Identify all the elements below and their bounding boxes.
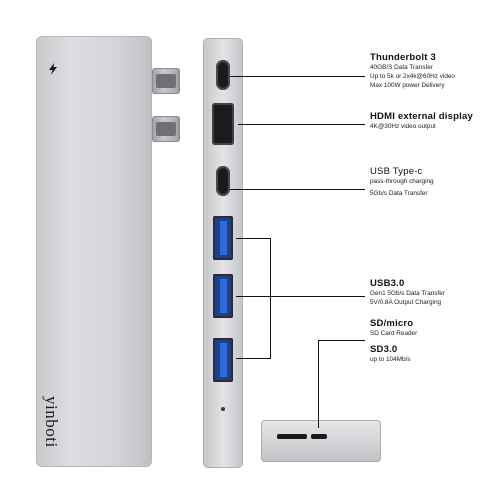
thunderbolt-plug-top xyxy=(152,68,180,94)
label-sd3: SD3.0 up to 104Mb/s xyxy=(370,344,411,363)
label-sd: SD/micro SD Card Reader xyxy=(370,318,418,337)
leader-sd-v xyxy=(318,340,319,428)
usb3-port-1 xyxy=(213,216,233,260)
leader-usbc xyxy=(230,189,365,190)
leader-usb-1 xyxy=(236,238,270,239)
usb3-port-3 xyxy=(213,338,233,382)
hub-side-ports xyxy=(203,38,243,468)
usb3-port-2 xyxy=(213,274,233,318)
thunderbolt-plug-bottom xyxy=(152,116,180,142)
sd-slot xyxy=(277,434,307,439)
leader-usb-bracket xyxy=(270,238,271,359)
thunderbolt-icon xyxy=(49,63,57,75)
leader-hdmi xyxy=(238,124,365,125)
leader-thunderbolt xyxy=(230,76,365,77)
leader-usb-2 xyxy=(236,296,365,297)
micro-sd-slot xyxy=(311,434,327,439)
hdmi-port xyxy=(212,103,234,145)
card-reader xyxy=(261,420,381,462)
label-usbc: USB Type-c pass-through charging 5Gb/s D… xyxy=(370,166,434,197)
brand-logo: yinboti xyxy=(42,396,61,448)
label-usb3: USB3.0 Gen1 5Gb/s Data Transfer 5V/0.8A … xyxy=(370,278,445,306)
usb-c-port xyxy=(216,166,230,196)
leader-usb-3 xyxy=(236,358,270,359)
label-thunderbolt: Thunderbolt 3 40GB/S Data Transfer Up to… xyxy=(370,52,455,89)
status-led xyxy=(221,407,225,411)
thunderbolt-port xyxy=(216,60,230,90)
leader-sd-h xyxy=(318,340,365,341)
label-hdmi: HDMI external display 4K@30Hz video outp… xyxy=(370,111,473,130)
hub-front-body: yinboti xyxy=(36,36,152,467)
